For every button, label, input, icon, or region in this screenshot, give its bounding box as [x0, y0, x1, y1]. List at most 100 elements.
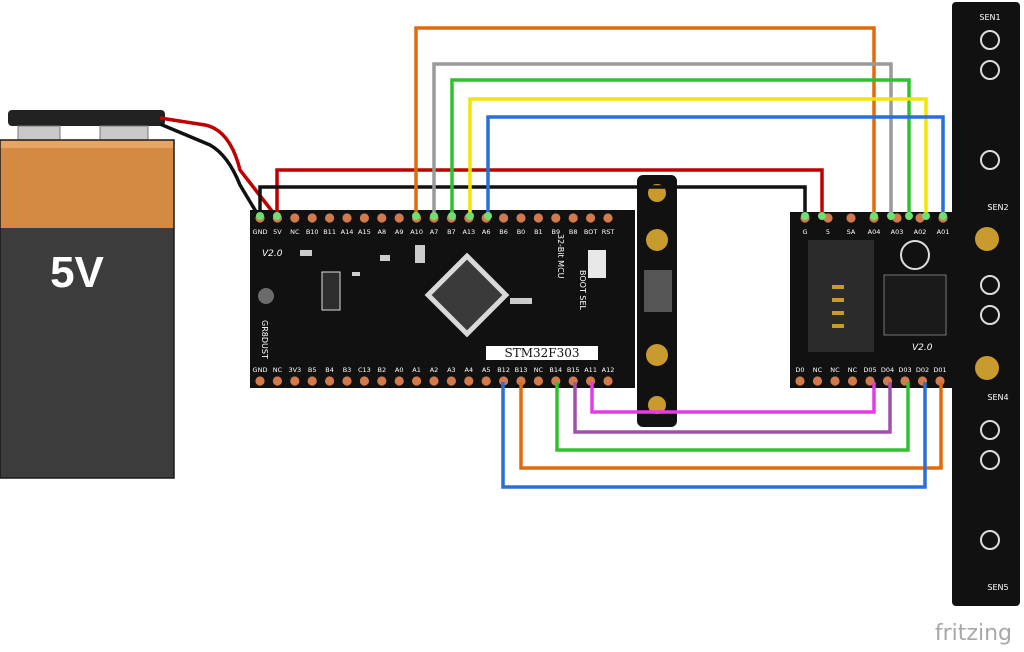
wire-5v-red [275, 168, 824, 216]
sensor-label-4: SEN4 [987, 393, 1008, 402]
pin-label: B11 [323, 228, 336, 236]
pin-pad [603, 376, 613, 386]
wire-battery-red [159, 116, 277, 217]
wire-blue-top [486, 115, 945, 216]
pin-pad [533, 213, 544, 223]
wire-blue-bottom [501, 382, 927, 489]
wire-gray-top [432, 62, 893, 216]
pin-pad [307, 376, 317, 386]
pin-label: B15 [567, 366, 580, 374]
pin-label: A10 [410, 228, 423, 236]
wire-yellow-top [468, 97, 928, 216]
pin-label: NC [830, 366, 840, 374]
pin-label: A1 [412, 366, 421, 374]
mcu-label: 32-Bit MCU [556, 234, 565, 279]
pin-pad [290, 376, 300, 386]
wire-battery-black [159, 122, 260, 216]
pin-label: B9 [551, 228, 560, 236]
wire-gnd-black [258, 185, 807, 216]
pin-label: A3 [447, 366, 456, 374]
driver-version: V2.0 [912, 343, 933, 353]
pin-label: A14 [341, 228, 354, 236]
pin-pad [586, 213, 596, 223]
pin-label: NC [534, 366, 544, 374]
pin-label: B0 [517, 228, 526, 236]
pin-pad [464, 376, 474, 386]
pin-pad [847, 376, 858, 386]
wire-end-dot [430, 212, 438, 220]
pin-label: 3V3 [288, 366, 301, 374]
pin-label: D03 [898, 366, 911, 374]
wire-end-dot [905, 212, 913, 220]
pin-pad [325, 376, 335, 386]
pin-label: B8 [569, 228, 578, 236]
pin-pad [568, 213, 578, 223]
battery-label: 5V [50, 248, 104, 297]
pin-pad [516, 376, 526, 386]
wire-magenta-bottom [590, 382, 876, 414]
pin-label: B14 [549, 366, 562, 374]
pin-label: D04 [881, 366, 894, 374]
pin-label: A7 [430, 228, 439, 236]
fritzing-watermark: fritzing [935, 621, 1012, 646]
sensor-label-5: SEN5 [987, 583, 1008, 592]
mcu-version: V2.0 [262, 249, 283, 259]
pin-pad [795, 376, 805, 386]
wire-end-dot [484, 212, 492, 220]
pin-label: NC [848, 366, 858, 374]
connector-strip [637, 175, 677, 427]
pin-label: NC [273, 366, 283, 374]
wire-green-bottom [555, 382, 910, 452]
pin-label: B2 [377, 366, 386, 374]
pin-pad [394, 376, 404, 386]
wire-green-top [450, 78, 911, 216]
pin-pad [307, 213, 317, 223]
pin-label: GND [253, 228, 268, 236]
pin-label: 5 [826, 228, 830, 236]
pin-pad [551, 213, 561, 223]
pin-pad [394, 213, 404, 223]
wire-orange-bottom [519, 382, 943, 470]
pin-label: A13 [462, 228, 475, 236]
pin-label: BOT [584, 228, 597, 236]
pin-label: A04 [868, 228, 881, 236]
pin-label: A6 [482, 228, 491, 236]
pin-pad [446, 376, 456, 386]
pin-pad [377, 376, 387, 386]
wire-end-dot [922, 212, 930, 220]
pin-pad [812, 376, 823, 386]
pin-label: GND [253, 366, 268, 374]
mcu-brand: GR8DUST [260, 320, 269, 359]
pin-pad [412, 376, 422, 386]
pin-label: B3 [343, 366, 352, 374]
pin-label: NC [290, 228, 300, 236]
wire-end-dot [801, 212, 809, 220]
pin-label: B12 [497, 366, 510, 374]
pin-pad [325, 213, 335, 223]
pin-label: A8 [378, 228, 387, 236]
wire-end-dot [412, 212, 420, 220]
sensor-label-1: SEN1 [979, 13, 1000, 22]
battery: 5V [0, 110, 175, 479]
pin-label: A02 [914, 228, 927, 236]
pin-label: B4 [325, 366, 334, 374]
wire-end-dot [870, 212, 878, 220]
pin-label: A12 [602, 366, 615, 374]
pin-label: A9 [395, 228, 404, 236]
pin-pad [429, 376, 439, 386]
pin-label: A01 [937, 228, 950, 236]
pin-pad [290, 213, 300, 223]
pin-label: 5V [273, 228, 282, 236]
pin-label: B1 [534, 228, 543, 236]
pin-label: C13 [358, 366, 371, 374]
pin-label: B10 [306, 228, 319, 236]
sensor-bar: SEN1 SEN2 SEN4 SEN5 [952, 2, 1020, 606]
wire-orange-top [414, 26, 876, 216]
wire-end-dot [887, 212, 895, 220]
pin-pad [359, 376, 369, 386]
sensor-label-2: SEN2 [987, 203, 1008, 212]
pin-pad [481, 376, 491, 386]
pin-label: B5 [308, 366, 317, 374]
